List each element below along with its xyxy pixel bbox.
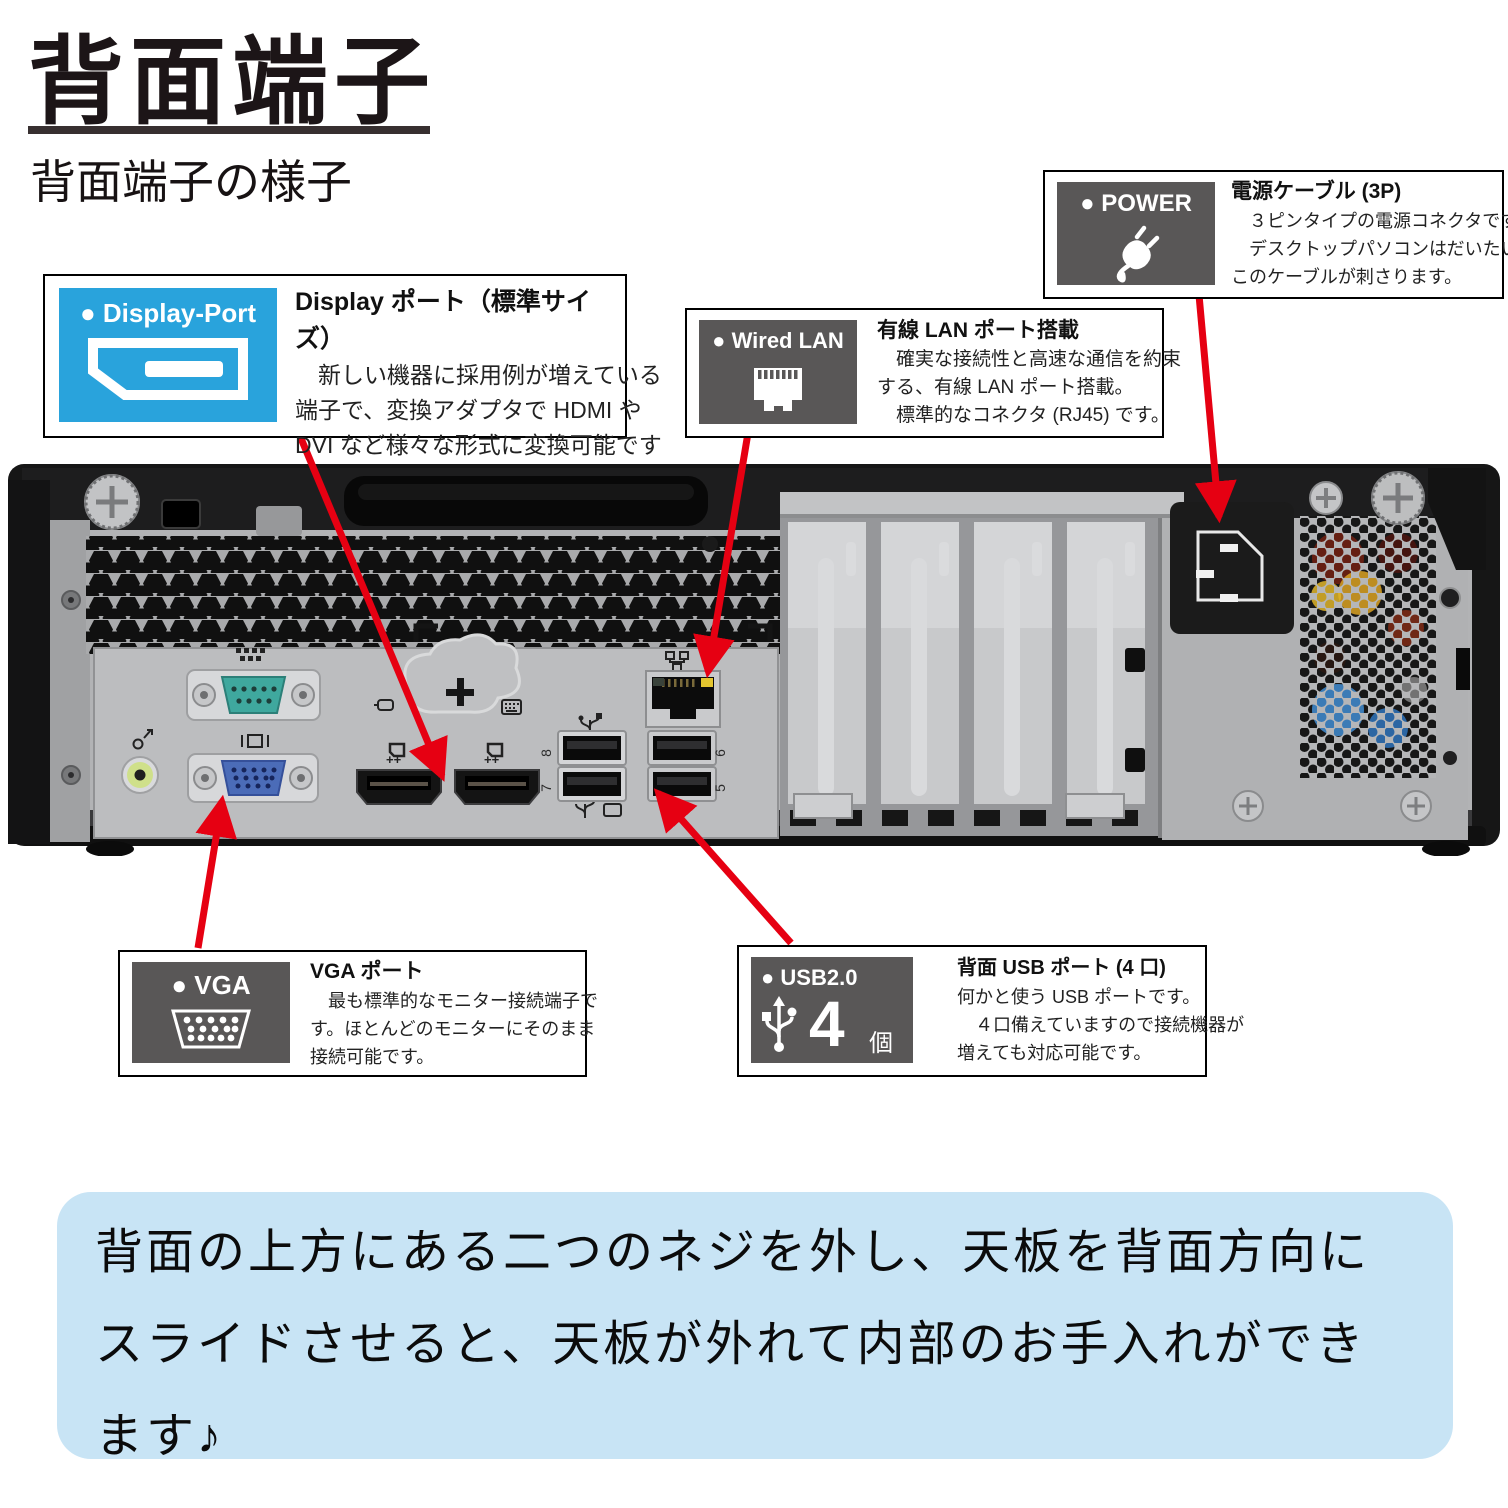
lan-icon [665,651,689,672]
usb-line: ４口備えていますので接続機器が [957,1015,1245,1035]
latch-tab [256,506,302,536]
usb-port-6 [647,730,717,766]
power-inlet [1170,502,1294,634]
displayport-icon: ++ [484,742,504,767]
power-badge: ● POWER [1057,182,1215,285]
psu-area [1158,468,1486,840]
footer-note: 背面の上方にある二つのネジを外し、天板を背面方向に スライドさせると、天板が外れ… [57,1192,1453,1463]
vga-line: す。ほとんどのモニターにそのまま [310,1019,596,1039]
slot-clip [1065,793,1125,819]
usb-trident-icon [762,996,797,1052]
usb-line: 何かと使う USB ポートです。 [957,987,1201,1007]
security-slot [161,499,201,529]
hex-vent-grid [86,536,780,654]
display-port-heading: Display ポート（標準サイズ） [295,288,591,353]
pc-rear-panel-photo: ++ ++ [8,464,1500,856]
wired-lan-line: 標準的なコネクタ (RJ45) です。 [877,405,1170,426]
display-port-line: 新しい機器に採用例が増えている [295,362,662,388]
wired-lan-line: 確実な接続性と高速な通信を約束 [877,349,1182,370]
page-title: 背面端子 [28,29,436,136]
vga-port [187,734,319,803]
usb-count: 4 [809,988,845,1060]
power-heading: 電源ケーブル (3P) [1231,180,1402,203]
vga-badge: ● VGA [132,962,290,1063]
power-line: デスクトップパソコンはだいたい [1231,239,1508,259]
usb-heading: 背面 USB ポート (4 口) [957,957,1166,979]
display-port-line: 端子で、変換アダプタで HDMI や [295,397,642,423]
vga-line: 接続可能です。 [310,1047,435,1067]
callout-display-port: ● Display-Port Display ポート（標準サイズ） 新しい機器に… [43,274,662,458]
chassis-foot [1422,841,1470,856]
display-port-line: DVI など様々な形式に変換可能です [295,432,662,458]
vga-port-icon [241,734,269,748]
power-line: ３ピンタイプの電源コネクタです [1231,211,1508,231]
usb-port-number: 6 [712,749,728,757]
slot-clip [793,793,853,819]
usb-port-8 [557,730,627,766]
vga-text: VGA ポート 最も標準的なモニター接続端子で す。ほとんどのモニターにそのまま… [310,957,598,1071]
usb-port-5 [647,766,717,802]
power-line: このケーブルが刺さります。 [1231,267,1463,287]
usb-port-number: 7 [538,784,554,792]
svg-text:++: ++ [386,752,402,767]
usb-badge-label: ● USB2.0 [761,965,858,990]
usb-badge: ● USB2.0 4 個 [751,957,913,1063]
usb-symbol-icon [575,800,622,818]
expansion-slots [780,518,1160,836]
footer-note-line: 背面の上方にある二つのネジを外し、天板を背面方向に [95,1226,1371,1279]
wired-lan-badge-label: ● Wired LAN [712,328,844,353]
vga-badge-label: ● VGA [171,970,251,1000]
keyboard-icon [501,699,522,715]
display-port-icon [88,338,248,400]
displayport-port-2 [454,769,540,805]
serial-icon [236,648,265,661]
usb-count-unit: 個 [869,1030,893,1057]
vga-icon [171,1009,251,1049]
psu-screws [1232,471,1470,822]
display-port-badge-label: ● Display-Port [79,298,257,328]
usb-port-number: 8 [538,749,554,757]
carry-handle [344,476,708,526]
svg-text:++: ++ [484,752,500,767]
chassis-foot [86,841,134,856]
top-left-thumbscrew [84,474,140,530]
rj45-lan-icon [754,368,802,411]
display-port-badge: ● Display-Port [59,288,277,422]
usb-line: 増えても対応可能です。 [957,1043,1152,1063]
wired-lan-line: する、有線 LAN ポート搭載。 [877,377,1134,398]
wired-lan-badge: ● Wired LAN [699,320,857,424]
usb-port-number: 5 [712,784,728,792]
wired-lan-text: 有線 LAN ポート搭載 確実な接続性と高速な通信を約束 する、有線 LAN ポ… [877,316,1182,430]
psu-vent-grid [1300,516,1436,778]
callout-vga: ● VGA VGA ポート 最も標準的なモニター接続端子で す。ほとんどのモニタ… [118,950,598,1077]
panel-screw-hole [61,590,81,785]
callout-power: ● POWER 電源ケーブル (3P) ３ピンタイプの電源コネクタです デスクト… [1043,170,1508,299]
callout-usb: ● USB2.0 4 個 背面 USB ポート (4 口) 何かと使う USB … [737,945,1245,1077]
display-port-text: Display ポート（標準サイズ） 新しい機器に採用例が増えている 端子で、変… [295,284,662,463]
title-underline [28,126,430,134]
page-subtitle: 背面端子の様子 [30,156,352,208]
audio-icon [132,729,153,750]
footer-note-line: ます♪ [95,1410,225,1463]
displayport-port-1 [356,769,442,805]
power-text: 電源ケーブル (3P) ３ピンタイプの電源コネクタです デスクトップパソコンはだ… [1231,177,1508,291]
power-badge-label: ● POWER [1080,190,1192,217]
footer-note-line: スライドさせると、天板が外れて内部のお手入れができ [95,1318,1367,1371]
vga-heading: VGA ポート [310,960,424,983]
lan-led [701,678,713,687]
audio-jack [121,729,159,794]
usb-text: 背面 USB ポート (4 口) 何かと使う USB ポートです。 ４口備えてい… [957,953,1245,1067]
power-plug-icon [1116,225,1160,283]
callout-wired-lan: ● Wired LAN 有線 LAN ポート搭載 確実な接続性と高速な通信を約束… [685,308,1182,438]
lan-port [645,651,721,728]
vga-line: 最も標準的なモニター接続端子で [310,991,598,1011]
wired-lan-heading: 有線 LAN ポート搭載 [877,319,1079,342]
usb-port-7 [557,766,627,802]
